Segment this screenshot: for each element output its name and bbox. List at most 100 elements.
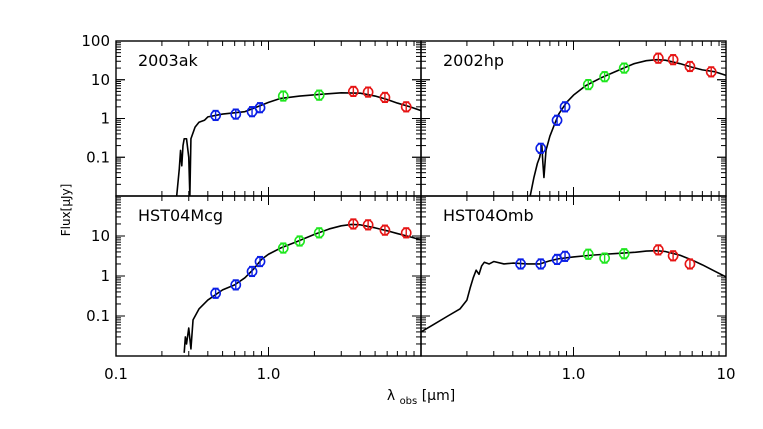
photometry-point [515,258,527,270]
data-marker [379,224,391,236]
data-marker [294,235,306,247]
photometry-point [582,78,594,91]
data-marker [254,256,266,267]
y-tick-label: 10 [91,227,110,245]
photometry-point [254,102,266,114]
y-tick-label: 1 [100,110,110,128]
panel-label: HST04Mcg [138,206,223,225]
data-marker [582,79,594,90]
photometry-point [230,108,242,120]
panel-label: 2002hp [443,51,504,70]
photometry-point [347,218,359,230]
photometry-point [313,227,325,239]
photometry-point [618,248,630,260]
data-marker [313,227,325,239]
photometry-point [277,242,289,254]
data-marker [230,279,242,291]
data-marker [684,258,696,270]
photometry-point [582,248,594,260]
panel-label: 2003ak [138,51,199,70]
photometry-point [379,91,391,104]
data-marker [618,248,630,260]
x-tick-label: 1.0 [257,365,281,383]
data-marker [362,86,374,98]
photometry-point [230,279,242,291]
photometry-point [684,258,696,270]
data-marker [599,71,611,83]
photometry-point [535,142,547,154]
data-marker [559,101,571,113]
x-axis-label-unit: [μm] [422,388,455,404]
photometry-point [210,287,222,299]
data-marker [652,244,664,256]
x-tick-label: 1.0 [562,365,586,383]
y-axis-label: Flux[μJy] [59,184,73,237]
photometry-point [705,66,717,78]
data-marker [210,110,222,121]
x-axis-label-main: λ [387,388,395,404]
panel-label: HST04Omb [443,206,534,225]
photometry-point [559,101,571,113]
data-marker [535,258,547,270]
panel-2002hp: 2002hp [420,40,727,197]
panel-frame [420,195,727,357]
y-tick-label: 10 [91,71,110,89]
sed-model-line [421,249,726,333]
panel-hst04mcg: HST04Mcg 10 1 0.1 [86,195,422,357]
photometry-point [277,90,289,102]
data-marker [618,62,630,74]
data-marker [277,90,289,102]
data-marker [277,242,289,254]
photometry-point [667,250,679,262]
data-marker [347,218,359,230]
data-marker [599,252,611,264]
photometry-point [535,258,547,270]
data-marker [582,248,594,260]
data-marker [400,227,412,239]
sed-model-line [529,58,726,196]
data-marker [230,108,242,120]
panel-group: 2003ak1001010.12002hpHST04Mcg1010.1HST04… [81,32,735,383]
data-marker [652,52,664,64]
x-tick-label: 10 [716,365,735,383]
x-tick-label: 0.1 [104,365,128,383]
data-marker [551,114,563,126]
sed-model-line [175,92,421,196]
photometry-point [551,114,563,126]
photometry-point [294,235,306,247]
photometry-point [246,265,258,278]
photometry-point [400,227,412,239]
data-marker [515,258,527,270]
photometry-point [254,255,266,268]
data-marker [535,142,547,154]
photometry-point [362,86,374,98]
data-marker [362,219,374,231]
photometry-point [652,52,664,64]
photometry-point [684,60,696,73]
photometry-point [599,252,611,264]
data-marker [379,92,391,103]
photometry-point [559,250,571,262]
y-tick-label: 0.1 [86,148,110,166]
data-marker [667,54,679,66]
photometry-point [313,89,325,101]
photometry-point [599,71,611,83]
data-marker [667,250,679,262]
data-marker [347,86,359,97]
y-tick-label: 0.1 [86,307,110,325]
y-tick-label: 1 [100,267,110,285]
data-marker [400,101,412,113]
photometry-point [400,101,412,113]
data-marker [210,287,222,299]
photometry-point [667,54,679,66]
data-marker [684,61,696,72]
x-axis-label: λ obs [μm] [387,388,455,408]
data-marker [246,266,258,277]
data-marker [559,250,571,262]
panel-hst04omb: HST04Omb [420,195,727,357]
photometry-point [347,85,359,98]
photometry-point [362,219,374,231]
data-marker [705,66,717,78]
